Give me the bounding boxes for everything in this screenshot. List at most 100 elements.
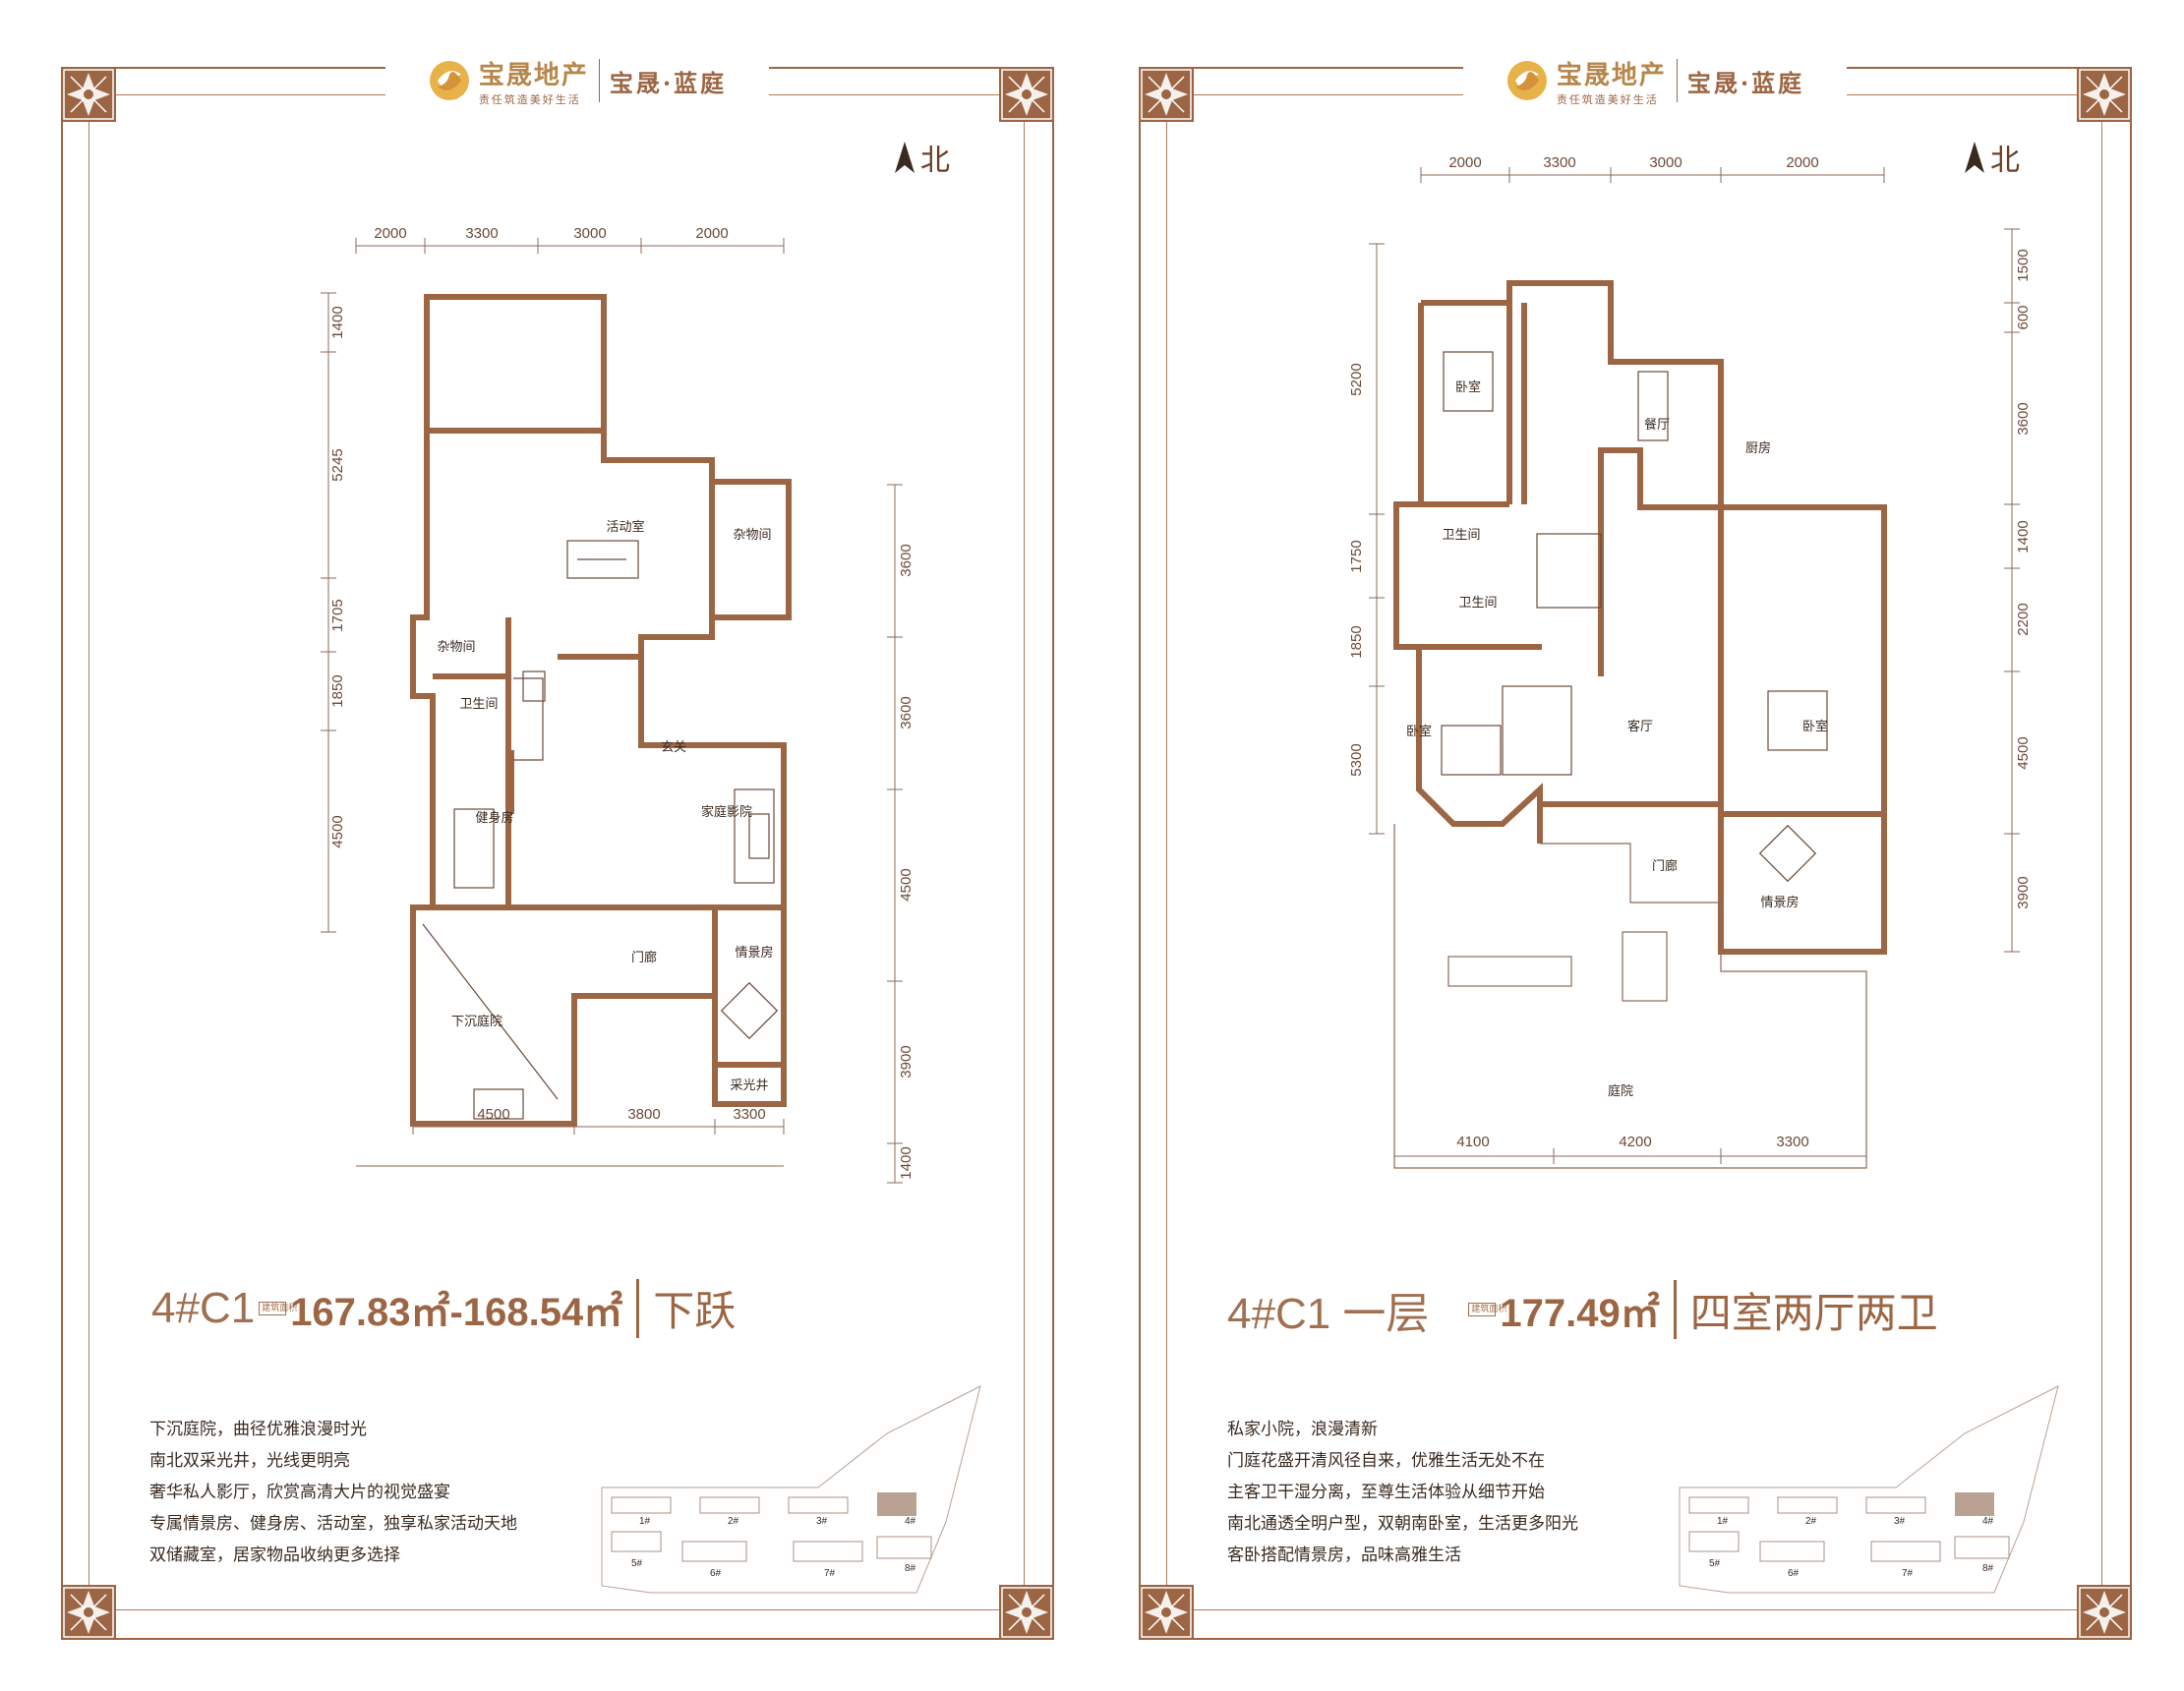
dims-bottom: 4500 3800 3300	[412, 1106, 785, 1135]
unit-code: 4#C1	[151, 1283, 256, 1332]
building-label: 8#	[1982, 1563, 1994, 1574]
dim-label: 3600	[898, 544, 915, 576]
room-label: 健身房	[475, 810, 513, 826]
feature-item: 主客卫干湿分离，至尊生活体验从细节开始	[1227, 1483, 1545, 1502]
room-label: 庭院	[1608, 1083, 1633, 1099]
unit-area: 177.49㎡	[1500, 1292, 1660, 1335]
corner-ornament-icon	[999, 67, 1054, 122]
floor-plan-basement: 2000 3300 3000 2000 1400 5245 1705 1850 …	[321, 225, 915, 1184]
furniture	[422, 540, 779, 1120]
dim-label: 4500	[329, 815, 346, 847]
site-plan: 1# 2# 3# 4# 5# 6# 7# 8#	[601, 1385, 981, 1594]
room-label: 卧室	[1455, 379, 1481, 395]
building-label: 7#	[1902, 1568, 1914, 1579]
area-badge: 建筑面积	[259, 1301, 297, 1315]
dim-label: 5300	[1348, 743, 1365, 776]
building-label: 3#	[1894, 1516, 1906, 1527]
dim-label: 4500	[898, 868, 915, 901]
dim-label: 3600	[2015, 402, 2032, 435]
feature-item: 双储藏室，居家物品收纳更多选择	[149, 1545, 400, 1565]
dim-label: 3900	[2015, 876, 2032, 908]
dim-label: 2000	[695, 225, 728, 242]
room-label: 情景房	[1760, 895, 1799, 910]
north-arrow-icon	[895, 142, 915, 173]
dim-label: 4500	[477, 1106, 509, 1123]
feature-item: 门庭花盛开清风径自来，优雅生活无处不在	[1227, 1451, 1545, 1471]
room-label: 活动室	[606, 519, 644, 535]
dim-label: 1705	[329, 599, 346, 631]
dims-top: 2000 3300 3000 2000	[374, 225, 728, 242]
room-label: 杂物间	[733, 528, 771, 543]
corner-ornament-icon	[1139, 67, 1194, 122]
corner-ornament-icon	[1139, 1585, 1194, 1640]
dim-label: 3300	[733, 1106, 765, 1123]
room-labels: 活动室 杂物间 杂物间 卫生间 玄关 家庭影院 健身房 门廊 情景房 下沉庭院 …	[437, 519, 773, 1093]
brand-slogan: 责任筑造美好生活	[1556, 92, 1659, 106]
room-label: 采光井	[730, 1079, 768, 1093]
dim-label: 3800	[627, 1106, 660, 1123]
building-label: 6#	[1788, 1568, 1800, 1579]
building-label: 8#	[905, 1563, 916, 1574]
feature-item: 客卧搭配情景房，品味高雅生活	[1227, 1545, 1461, 1565]
brand-logo-icon	[429, 61, 469, 100]
dims-bottom: 4100 4200 3300	[1393, 1134, 1867, 1164]
dim-label: 1850	[1348, 625, 1365, 658]
dim-label: 1400	[329, 306, 346, 338]
building-label: 2#	[1805, 1516, 1817, 1527]
brand-slogan: 责任筑造美好生活	[478, 92, 581, 106]
room-label: 卫生间	[1458, 596, 1497, 611]
brand-header: 宝晟地产 责任筑造美好生活 宝晟·蓝庭	[385, 51, 769, 110]
dim-label: 2200	[2015, 603, 2032, 635]
room-label: 家庭影院	[701, 804, 752, 820]
room-label: 门廊	[631, 950, 657, 965]
feature-list: 私家小院，浪漫清新 门庭花盛开清风径自来，优雅生活无处不在 主客卫干湿分离，至尊…	[1227, 1414, 1578, 1571]
room-labels: 卧室 餐厅 厨房 卫生间 卫生间 卧室 客厅 卧室 门廊 情景房 庭院	[1406, 379, 1828, 1099]
brand-project: 宝晟·蓝庭	[609, 68, 728, 97]
dim-label: 4100	[1456, 1134, 1489, 1150]
dim-label: 4500	[2015, 736, 2032, 769]
dim-label: 2000	[1448, 155, 1481, 171]
corner-ornament-icon	[2077, 1585, 2132, 1640]
building-label: 3#	[816, 1516, 828, 1527]
dim-label: 3300	[1543, 155, 1575, 171]
feature-list: 下沉庭院，曲径优雅浪漫时光 南北双采光井，光线更明亮 奢华私人影厅，欣赏高清大片…	[149, 1414, 517, 1571]
dim-label: 3300	[465, 225, 498, 242]
dim-label: 1400	[2015, 520, 2032, 553]
building-label: 5#	[631, 1558, 643, 1569]
unit-type: 四室两厅两卫	[1689, 1288, 1938, 1337]
corner-ornament-icon	[999, 1585, 1054, 1640]
building-label: 4#	[1982, 1516, 1994, 1527]
dim-label: 5245	[329, 448, 346, 481]
dim-label: 3300	[1776, 1134, 1808, 1150]
dim-label: 1500	[2015, 249, 2032, 281]
dim-label: 1400	[898, 1146, 915, 1179]
dim-label: 3900	[898, 1045, 915, 1078]
dim-label: 4200	[1619, 1134, 1651, 1150]
furniture	[1441, 351, 1828, 883]
room-label: 餐厅	[1644, 417, 1670, 433]
building-label: 4#	[905, 1516, 916, 1527]
feature-item: 南北双采光井，光线更明亮	[149, 1451, 350, 1471]
brand-logo-icon	[1506, 61, 1547, 100]
dim-label: 2000	[1786, 155, 1818, 171]
feature-item: 奢华私人影厅，欣赏高清大片的视觉盛宴	[149, 1483, 450, 1502]
corner-ornament-icon	[2077, 67, 2132, 122]
brand-developer: 宝晟地产	[478, 60, 589, 90]
feature-item: 南北通透全明户型，双朝南卧室，生活更多阳光	[1227, 1514, 1578, 1534]
walls	[1393, 280, 1887, 955]
brand-header: 宝晟地产 责任筑造美好生活 宝晟·蓝庭	[1463, 51, 1847, 110]
dim-label: 3000	[1649, 155, 1682, 171]
dim-label: 1850	[329, 674, 346, 707]
unit-code: 4#C1 一层	[1227, 1290, 1430, 1338]
room-label: 卧室	[1802, 719, 1828, 734]
north-arrow-icon	[1965, 142, 1984, 173]
right-panel: 宝晟地产 责任筑造美好生活 宝晟·蓝庭 北 2000 3300 3000 200…	[1139, 51, 2132, 1640]
unit-type: 下跃	[653, 1287, 737, 1335]
building-label: 5#	[1709, 1558, 1721, 1569]
dim-label: 3600	[898, 696, 915, 729]
room-label: 卧室	[1406, 724, 1432, 739]
building-label: 1#	[1717, 1516, 1729, 1527]
corner-ornament-icon	[61, 67, 116, 122]
brand-project: 宝晟·蓝庭	[1686, 68, 1805, 97]
site-plan: 1# 2# 3# 4# 5# 6# 7# 8#	[1679, 1385, 2059, 1594]
